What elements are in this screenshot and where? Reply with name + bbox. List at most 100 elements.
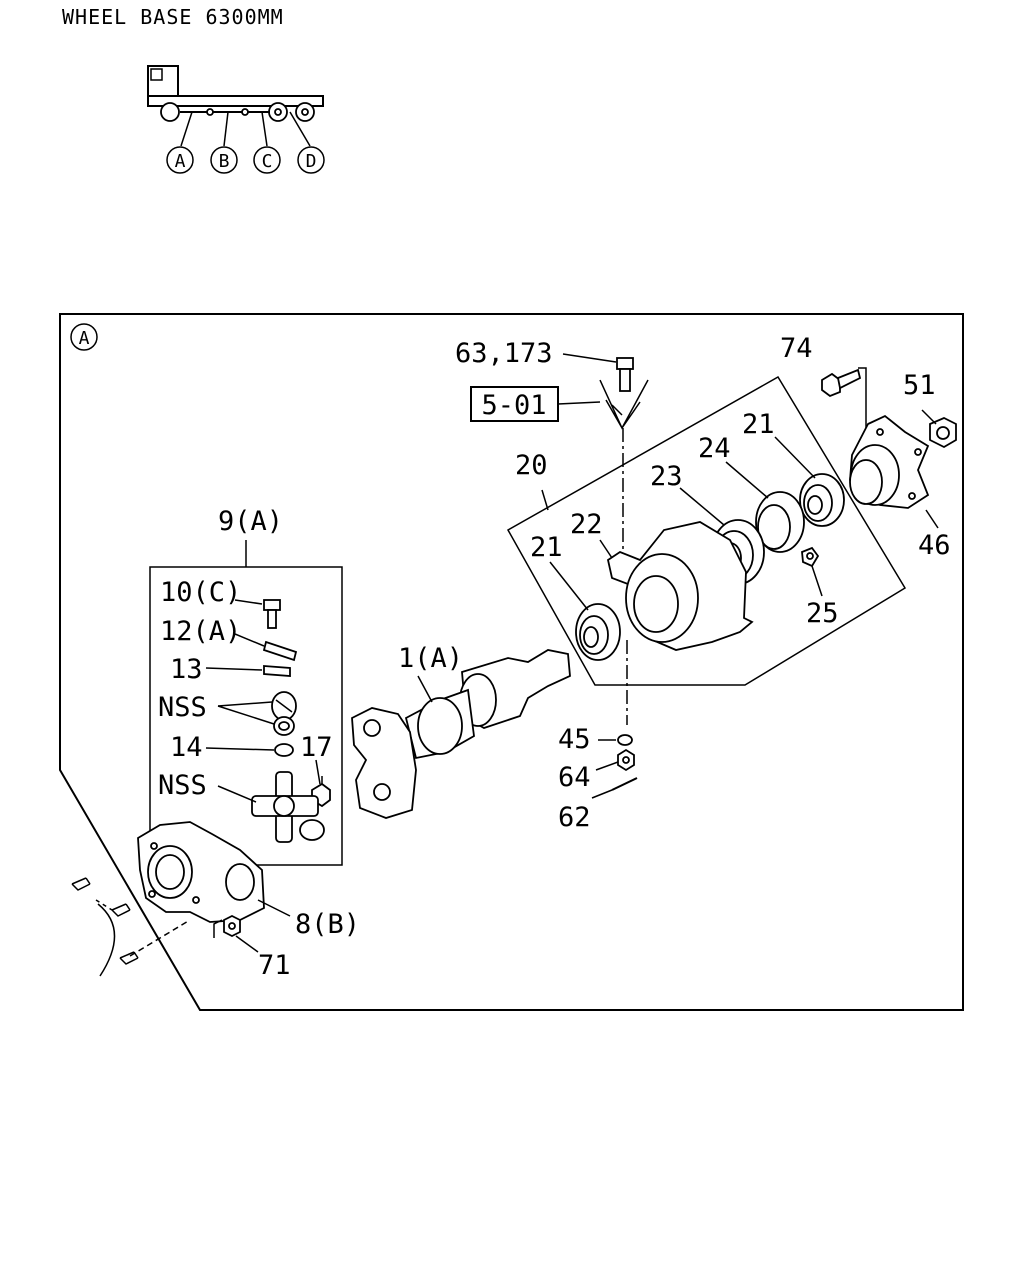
label-1a: 1(A) [398,643,463,674]
cab-window [150,68,163,81]
truck-frame [147,95,324,107]
label-nss-1: NSS [158,692,207,723]
slinger-24-inner [757,504,791,550]
shaft-1-yoke-hole-top [363,719,381,737]
shaft-1-collar [417,697,463,755]
label-12a: 12(A) [160,616,241,647]
label-17: 17 [300,732,333,763]
leader-23 [679,487,725,526]
leader-b [223,111,229,147]
companion-flange-46 [849,414,930,509]
shaft-joint-1 [206,108,214,116]
dust-seal-21-right [799,473,845,527]
trans-bolt-3 [119,951,139,965]
reference-label: 5-01 [481,390,546,421]
leader-c [261,111,268,147]
label-64: 64 [558,762,591,793]
bolt-10-head [263,599,281,611]
plate-13 [263,665,291,677]
mount-bracket-sketch [599,379,649,430]
flange-46-bolt-hole-1 [876,428,884,436]
label-14: 14 [170,732,203,763]
yoke-8-ear [225,863,255,901]
slinger-24 [755,491,805,553]
leader-71-bracket [213,919,223,938]
nut-71-hole [228,922,236,930]
label-74: 74 [780,333,813,364]
needle-roller-nss [273,716,295,736]
bolt-74 [821,368,862,398]
leader-10c [234,599,263,605]
spider-cross-nss [251,771,325,843]
trans-bolt-1 [71,877,91,891]
trans-bolt-axis-2 [129,919,191,957]
position-d-label: D [306,151,317,172]
truck-cab [147,65,179,97]
leader-25 [811,565,823,597]
label-21-top: 21 [742,409,775,440]
seal-ring-14 [274,743,294,757]
bolt-10 [263,599,281,629]
bolt-63-173 [616,357,634,392]
leader-nss-1a [217,701,273,707]
flange-yoke-8 [137,821,265,923]
label-51: 51 [903,370,936,401]
leader-8b [257,899,291,917]
transmission-outline [97,903,116,977]
label-63-173: 63,173 [455,338,553,369]
bolt-63-head [616,357,634,370]
trans-bolt-axis-1 [95,899,113,911]
housing-22-bore [633,575,679,633]
position-a-marker [166,146,194,174]
bolt-63-shank [619,368,631,392]
front-wheel [160,102,180,122]
label-25: 25 [806,598,839,629]
leader-46 [925,509,939,529]
leader-21-left [549,561,589,611]
leader-12a [234,633,265,647]
leader-17 [315,759,321,785]
leader-24 [725,461,769,499]
roller-nss-bore [278,721,290,731]
spider-trunnion-cap [299,819,325,841]
label-22: 22 [570,509,603,540]
lock-plate-12 [262,640,298,662]
yoke-8-bolt-hole-2 [148,890,156,898]
seal-21l-bore [583,626,599,648]
bearing-housing-22 [606,521,754,651]
leader-nss-1b [217,705,275,725]
nipple-25-tip [806,552,814,560]
position-d-marker [297,146,325,174]
yoke-8-bore [155,854,185,890]
yoke-8-bolt-hole-1 [150,842,158,850]
leader-74-axis [858,367,878,429]
washer-45 [617,734,633,746]
shaft-1-yoke-hole-bottom [373,783,391,801]
nut-64-hole [622,756,630,764]
section-frame [59,313,964,1011]
leader-22 [599,539,613,559]
bolt-74-shank [836,368,862,390]
rear-wheel-2-hub [301,108,309,116]
bolt-74-head [821,372,841,398]
label-nss-2: NSS [158,770,207,801]
leader-20 [541,489,549,511]
yoke-8-bolt-hole-3 [192,896,200,904]
leader-5-01 [557,401,601,405]
spider-center [273,795,295,817]
leader-63 [562,353,617,363]
truck-locator: A B C D [147,65,325,174]
position-b-marker [210,146,238,174]
section-marker-label: A [79,328,90,349]
dust-seal-21-left [575,603,621,661]
leader-21-top [774,436,816,479]
position-c-marker [253,146,281,174]
leader-1a [417,675,433,703]
rear-wheel-1-hub [274,108,282,116]
position-a-label: A [175,151,186,172]
shaft-joint-2 [241,108,249,116]
label-9a: 9(A) [218,506,283,537]
label-13: 13 [170,654,203,685]
leader-64 [595,761,619,771]
